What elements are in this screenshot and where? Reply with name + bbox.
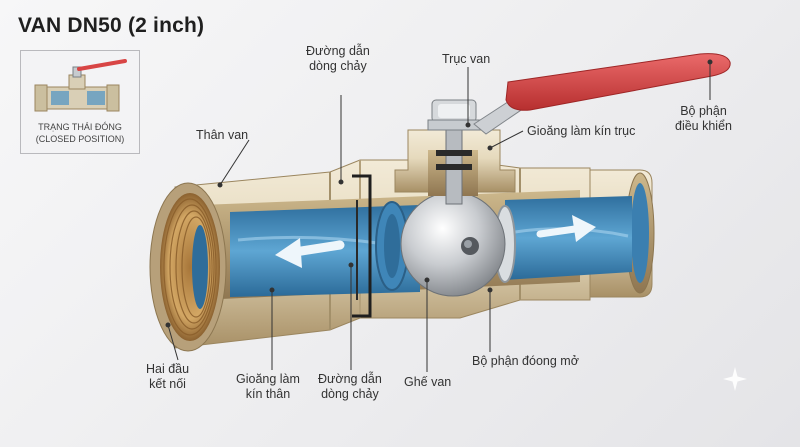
sparkle-watermark-icon — [723, 367, 747, 391]
label-bo-phan-dong-mo: Bộ phận đóong mở — [472, 354, 579, 368]
label-truc-van: Trục van — [442, 52, 491, 66]
label-line: Gioăng làm — [236, 372, 300, 386]
valve-thumbnail-icon — [34, 59, 127, 112]
flow-arrow-icon — [275, 238, 345, 268]
label-line: điều khiển — [675, 119, 732, 133]
stem-nut — [427, 99, 481, 131]
inset-caption-line: (CLOSED POSITION) — [35, 134, 125, 144]
label-hai-dau-ket-noi: Hai đầu kết nối — [146, 362, 189, 392]
label-line: kết nối — [149, 377, 186, 391]
label-duong-dan-bottom: Đường dẫn dòng chảy — [318, 372, 382, 402]
label-line: Hai đầu — [146, 362, 190, 376]
page-title: VAN DN50 (2 inch) — [18, 14, 205, 37]
label-line: kín thân — [245, 387, 291, 401]
label-bo-phan-dieu-khien: Bộ phận điều khiển — [675, 104, 732, 134]
label-gioang-than: Gioăng làm kín thân — [236, 372, 300, 402]
threaded-end — [149, 182, 227, 352]
valve-ball — [400, 191, 506, 297]
valve-handle — [473, 53, 731, 135]
flow-arrow-icon — [536, 215, 596, 242]
leader-lines — [165, 59, 713, 372]
label-ghe-van: Ghế van — [404, 375, 452, 389]
stem-housing — [394, 127, 516, 205]
label-line: dòng chảy — [309, 59, 367, 73]
inset-caption: TRẠNG THÁI ĐÓNG (CLOSED POSITION) — [21, 121, 139, 145]
flow-channel — [230, 196, 632, 297]
label-line: Đường dẫn — [318, 372, 382, 386]
label-line: Bộ phận — [680, 104, 727, 118]
label-than-van: Thân van — [196, 128, 249, 142]
label-line: Đường dẫn — [306, 44, 370, 58]
closed-position-inset: TRẠNG THÁI ĐÓNG (CLOSED POSITION) — [20, 50, 140, 154]
label-duong-dan-top: Đường dẫn dòng chảy — [306, 44, 370, 74]
inset-caption-line: TRẠNG THÁI ĐÓNG — [38, 122, 122, 132]
label-gioang-truc: Gioăng làm kín trục — [527, 124, 636, 138]
label-line: dòng chảy — [321, 387, 379, 401]
body-gasket — [352, 174, 372, 318]
